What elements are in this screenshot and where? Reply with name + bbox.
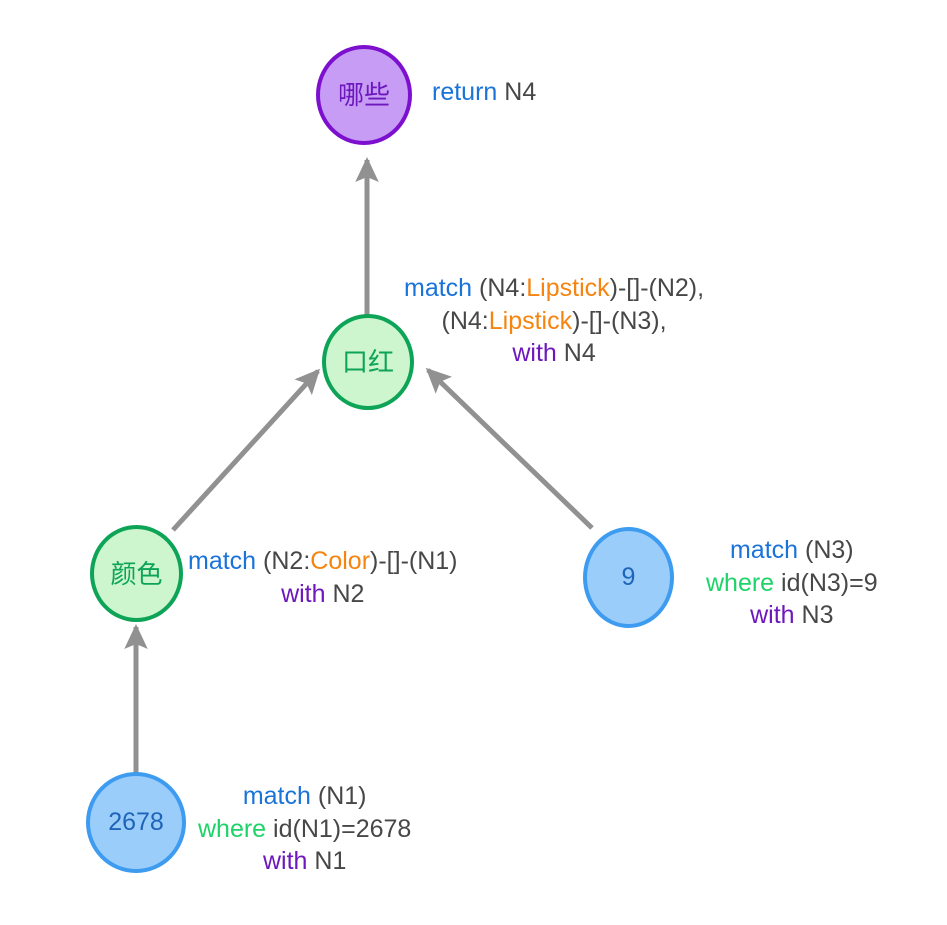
annotation-token: )-[]-(N2),: [609, 274, 705, 302]
annotation-token: N4: [556, 339, 596, 367]
node-entity-lipstick[interactable]: 口红: [322, 314, 414, 410]
annotation-token: Lipstick: [488, 306, 573, 335]
annotation-line: (N4:Lipstick)-[]-(N3),: [404, 305, 704, 338]
annotation-token: where: [706, 568, 775, 597]
annotation-token: match: [242, 782, 311, 810]
edge-nine-to-lipstick: [425, 367, 594, 530]
annotation-token: id(N3)=9: [774, 568, 878, 597]
annotation-line: where id(N1)=2678: [198, 813, 411, 846]
annotation-token: with: [750, 601, 795, 629]
annotation-match-lipstick: match (N4:Lipstick)-[]-(N2),(N4:Lipstick…: [404, 272, 704, 370]
annotation-line: with N2: [188, 578, 458, 611]
annotation-line: match (N2:Color)-[]-(N1): [188, 545, 458, 578]
node-label: 颜色: [110, 558, 163, 589]
node-label: 口红: [341, 347, 394, 377]
annotation-token: (N2:: [256, 547, 311, 575]
annotation-token: N3: [794, 601, 834, 629]
annotation-token: with: [262, 847, 308, 875]
annotation-token: (N4:: [472, 274, 527, 302]
annotation-line: match (N4:Lipstick)-[]-(N2),: [404, 272, 704, 305]
node-entity-color[interactable]: 颜色: [90, 525, 183, 622]
annotation-token: Lipstick: [526, 274, 610, 302]
edge-color-to-lipstick: [171, 368, 321, 532]
node-label: 9: [621, 563, 636, 591]
annotation-token: N2: [325, 579, 365, 608]
annotation-token: with: [281, 579, 326, 608]
annotation-token: match: [729, 536, 799, 564]
node-result-which[interactable]: 哪些: [316, 45, 412, 145]
annotation-line: return N4: [432, 76, 536, 109]
annotation-line: match (N1): [198, 780, 411, 813]
annotation-line: with N4: [404, 337, 704, 370]
annotation-token: (N1): [310, 782, 367, 810]
node-value-2678[interactable]: 2678: [86, 772, 186, 873]
annotation-token: N1: [307, 847, 347, 875]
annotation-token: (N3): [798, 536, 854, 564]
node-label: 哪些: [337, 80, 390, 110]
annotation-token: N4: [497, 78, 537, 106]
annotation-line: where id(N3)=9: [706, 567, 878, 600]
annotation-token: with: [512, 339, 557, 367]
annotation-token: (N4:: [441, 306, 489, 335]
annotation-line: with N3: [706, 599, 878, 632]
annotation-line: match (N3): [706, 534, 878, 567]
annotation-token: )-[]-(N1): [370, 547, 458, 575]
annotation-token: match: [404, 274, 473, 302]
annotation-token: return: [432, 78, 498, 106]
annotation-return-n4: return N4: [432, 76, 536, 109]
annotation-token: Color: [310, 547, 371, 575]
annotation-token: id(N1)=2678: [266, 814, 412, 843]
annotation-token: )-[]-(N3),: [572, 306, 667, 335]
annotation-line: with N1: [198, 845, 411, 878]
node-label: 2678: [108, 808, 164, 836]
node-value-nine[interactable]: 9: [583, 527, 674, 628]
annotation-token: match: [188, 547, 257, 575]
annotation-match-color: match (N2:Color)-[]-(N1)with N2: [188, 545, 458, 610]
annotation-token: where: [198, 814, 267, 843]
